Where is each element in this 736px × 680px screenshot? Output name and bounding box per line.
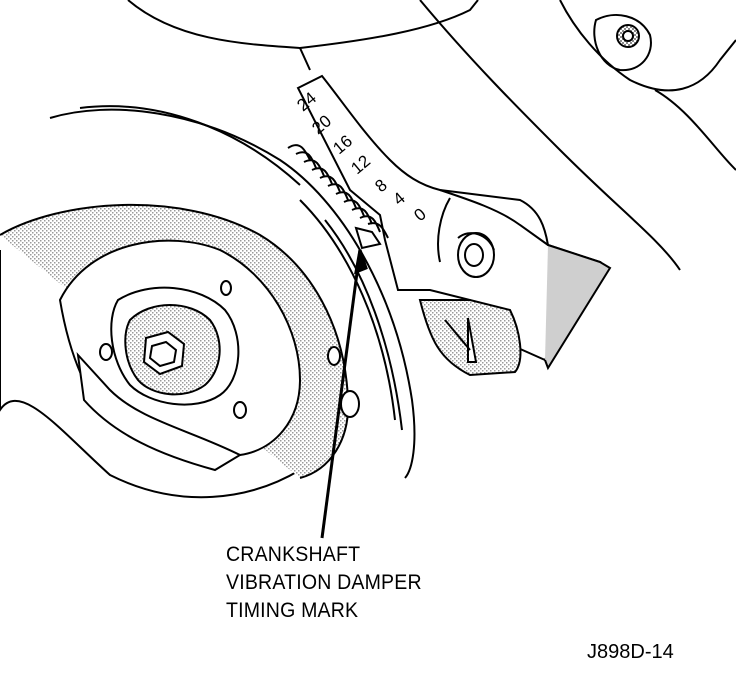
block-nut — [616, 24, 640, 48]
callout-leader-line — [320, 249, 368, 539]
figure-code: J898D-14 — [587, 641, 674, 663]
timing-scale-ticks — [287, 144, 389, 239]
vibration-damper — [0, 105, 416, 499]
damper-timing-mark — [354, 226, 382, 250]
callout-line-2: VIBRATION DAMPER — [226, 571, 422, 594]
callout-line-3: TIMING MARK — [226, 599, 359, 622]
timing-indicator-bracket — [296, 74, 612, 377]
timing-mark-callout: CRANKSHAFT VIBRATION DAMPER TIMING MARK — [226, 541, 422, 625]
callout-line-1: CRANKSHAFT — [226, 543, 361, 566]
engine-block — [127, 0, 736, 271]
